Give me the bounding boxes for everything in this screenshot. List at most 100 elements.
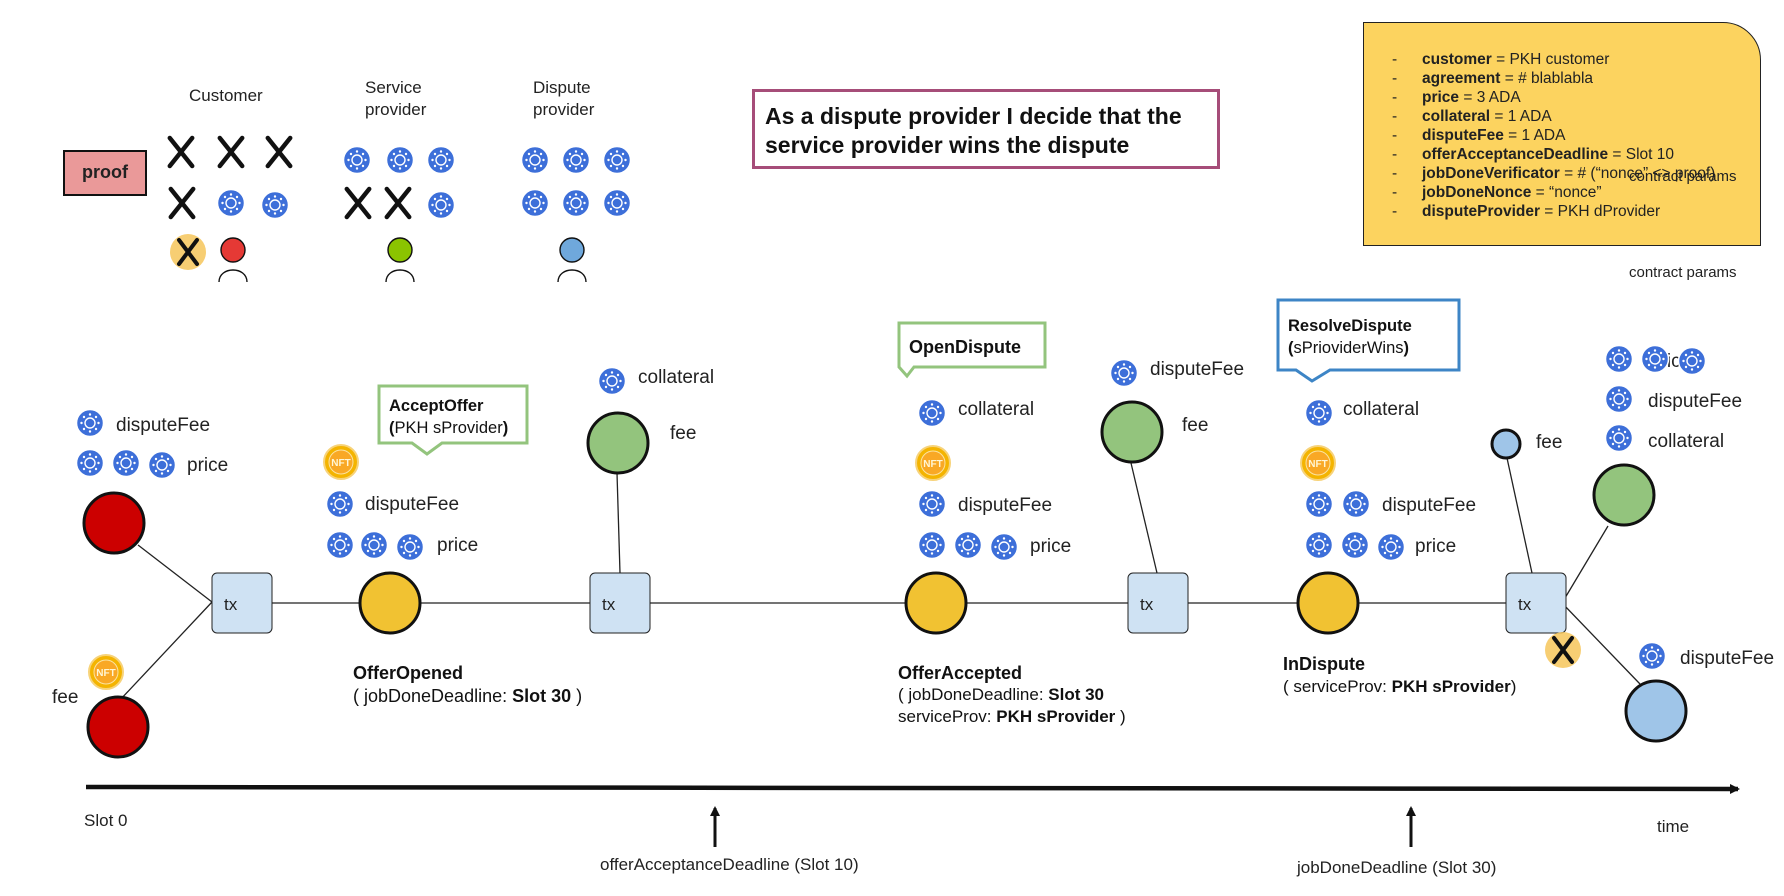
ada-coin-icon: [1109, 358, 1139, 388]
decision-box: As a dispute provider I decide that the …: [752, 89, 1220, 169]
state-detail-prefix: ( jobDoneDeadline:: [353, 686, 512, 706]
state-detail: ( jobDoneDeadline: Slot 30 ): [353, 686, 582, 706]
price-label: price: [187, 455, 228, 476]
tx-box: tx: [1127, 572, 1189, 634]
ada-coin-icon: [1640, 344, 1670, 374]
nft-token-icon: NFT: [323, 444, 359, 480]
service-provider-utxo: [1592, 463, 1656, 527]
service-provider-utxo: [1100, 400, 1164, 464]
deadline2-label: jobDoneDeadline (Slot 30): [1296, 858, 1496, 877]
ada-coin-icon: [602, 188, 632, 218]
contract-utxo: [1296, 571, 1360, 635]
param-item: -agreement = # blablabla: [1392, 70, 1594, 87]
ada-coin-icon: [1604, 384, 1634, 414]
ada-coin-icon: [597, 366, 627, 396]
ada-coin-icon: [147, 450, 177, 480]
service-provider-utxo: [586, 411, 650, 475]
ada-coin-icon: [602, 145, 632, 175]
state-detail: ( serviceProv: PKH sProvider): [1283, 677, 1516, 696]
params-caption: contract params: [1629, 264, 1737, 281]
disputeFee-label: disputeFee: [1648, 391, 1742, 412]
timeline-end-label: time: [1657, 817, 1689, 836]
nft-token-icon: NFT: [88, 654, 124, 690]
ada-coin-icon: [520, 145, 550, 175]
ada-coin-icon: [917, 530, 947, 560]
edge-line: [1506, 457, 1533, 574]
edge-line: [137, 544, 213, 603]
action-name: ResolveDispute: [1288, 317, 1412, 335]
dispute-provider-label-line2: provider: [533, 100, 595, 119]
edge-line: [119, 601, 213, 701]
action-arg-open: (: [389, 419, 395, 437]
state-detail-value: PKH sProvider: [996, 707, 1115, 726]
ada-coin-icon: [1677, 346, 1707, 376]
state-detail: serviceProv: PKH sProvider ): [898, 707, 1126, 726]
dispute-provider-utxo: [1490, 428, 1522, 460]
fee-label: fee: [670, 423, 696, 444]
price-label: price: [1030, 536, 1071, 557]
burned-nft-icon: [1545, 632, 1581, 668]
cross-mark-icon: [384, 186, 412, 220]
contract-params-box: -customer = PKH customer -agreement = # …: [1363, 22, 1761, 246]
price-label: price: [437, 535, 478, 556]
param-item: -jobDoneNonce = “nonce”: [1392, 184, 1602, 201]
action-name: OpenDispute: [909, 337, 1021, 357]
ada-coin-icon: [561, 145, 591, 175]
customer-utxo: [86, 695, 150, 759]
state-detail-prefix: ( serviceProv:: [1283, 677, 1392, 696]
state-name: OfferOpened: [353, 663, 463, 683]
action-arg-close: ): [1404, 339, 1410, 357]
tx-label: tx: [602, 595, 616, 614]
ada-coin-icon: [1304, 398, 1334, 428]
tx-box: tx: [1505, 572, 1567, 634]
state-detail: ( jobDoneDeadline: Slot 30: [898, 685, 1104, 704]
action-name: AcceptOffer: [389, 397, 484, 415]
disputeFee-label: disputeFee: [116, 415, 210, 436]
state-detail-value: Slot 30: [1048, 685, 1104, 704]
state-detail-prefix: ( jobDoneDeadline:: [898, 685, 1048, 704]
param-item: -collateral = 1 ADA: [1392, 108, 1552, 125]
collateral-label: collateral: [638, 367, 714, 388]
ada-coin-icon: [520, 188, 550, 218]
nft-label: NFT: [96, 668, 115, 679]
ada-coin-icon: [1341, 489, 1371, 519]
cross-mark-icon: [344, 186, 372, 220]
contract-utxo: [358, 571, 422, 635]
dispute-provider-label-line1: Dispute: [533, 78, 591, 97]
param-item: -offerAcceptanceDeadline = Slot 10: [1392, 146, 1674, 163]
tx-label: tx: [1140, 595, 1154, 614]
edge-line: [1561, 525, 1609, 604]
ada-coin-icon: [561, 188, 591, 218]
ada-coin-icon: [342, 145, 372, 175]
edge-line: [1561, 602, 1641, 685]
tx-label: tx: [224, 595, 238, 614]
state-detail-suffix: ): [1511, 677, 1517, 696]
ada-coin-icon: [1376, 532, 1406, 562]
deadline1-label: offerAcceptanceDeadline (Slot 10): [600, 855, 859, 874]
state-detail-suffix: ): [1115, 707, 1125, 726]
ada-coin-icon: [1604, 344, 1634, 374]
resolve-dispute-bubble: ResolveDispute (sPrioviderWins): [1276, 298, 1461, 383]
timeline-start-label: Slot 0: [84, 811, 127, 830]
params-inner-label: contract params: [1629, 168, 1737, 185]
ada-coin-icon: [75, 448, 105, 478]
state-name: InDispute: [1283, 654, 1365, 674]
tx-label: tx: [1518, 595, 1532, 614]
connector-lines: [119, 457, 1641, 701]
collateral-label: collateral: [1343, 399, 1419, 420]
ada-coin-icon: [1340, 530, 1370, 560]
disputeFee-label: disputeFee: [1382, 495, 1476, 516]
burned-nft-icon: [170, 234, 206, 270]
tx-box: tx: [589, 572, 651, 634]
contract-utxo: [904, 571, 968, 635]
ada-coin-icon: [75, 408, 105, 438]
ada-coin-icon: [989, 532, 1019, 562]
collateral-label: collateral: [958, 399, 1034, 420]
ada-coin-icon: [216, 188, 246, 218]
action-arg-value: PKH sProvider: [395, 419, 504, 437]
ada-coin-icon: [260, 190, 290, 220]
edge-line: [1130, 462, 1158, 574]
state-detail-prefix: serviceProv:: [898, 707, 996, 726]
state-name: OfferAccepted: [898, 663, 1022, 683]
customer-person-icon: [218, 237, 248, 283]
